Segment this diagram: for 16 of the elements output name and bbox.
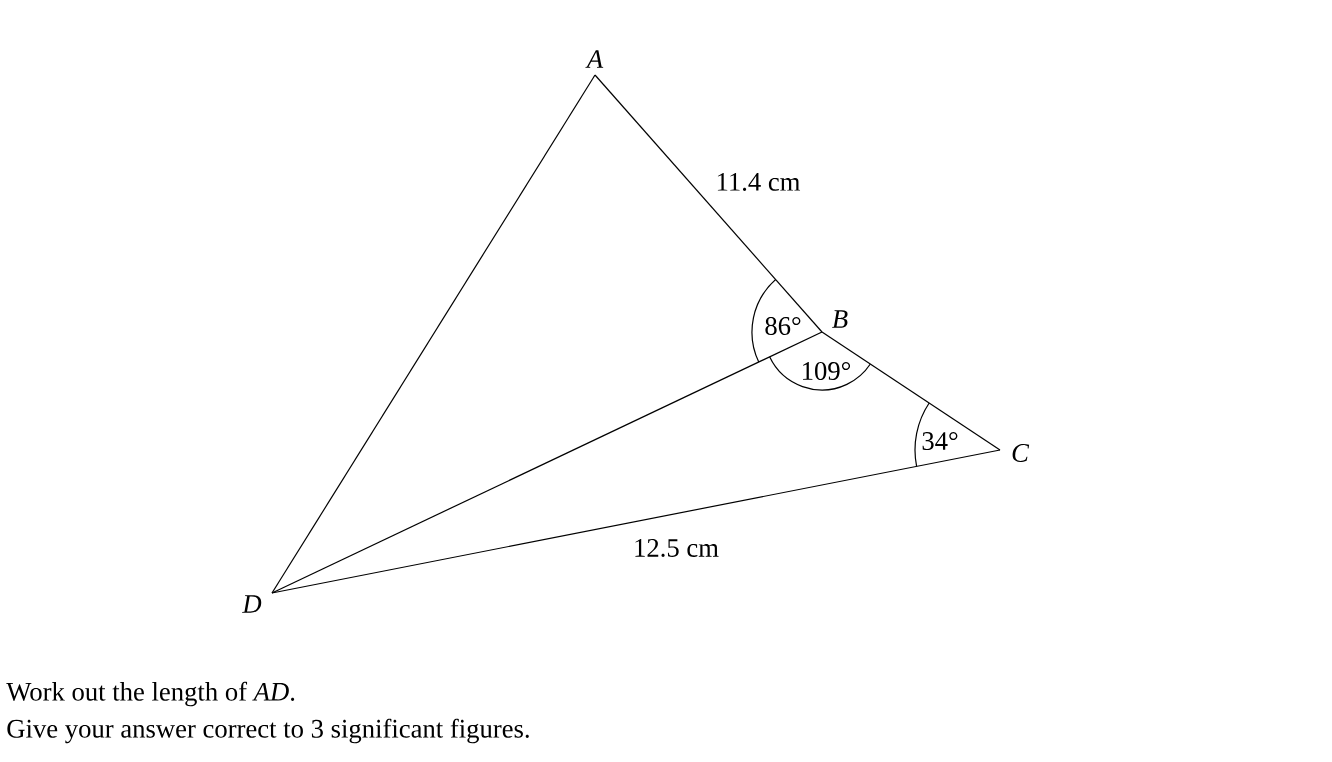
line-segment bbox=[271, 331, 823, 594]
vertex-label: A bbox=[585, 50, 604, 68]
vertex-label: B bbox=[832, 310, 848, 328]
vertex-label: D bbox=[242, 595, 262, 613]
line-segment bbox=[271, 74, 596, 594]
length-label: 11.4 cm bbox=[717, 173, 801, 191]
question-text: Work out the length of AD. bbox=[6, 681, 295, 707]
angle-label: 34° bbox=[922, 432, 958, 450]
length-label: 12.5 cm bbox=[635, 539, 719, 557]
line-segment bbox=[594, 74, 823, 333]
line-segment bbox=[821, 331, 1001, 451]
line-segment bbox=[271, 449, 1001, 594]
angle-label: 109° bbox=[803, 362, 851, 380]
question-text: Give your answer correct to 3 significant figures. bbox=[7, 718, 529, 744]
vertex-label: C bbox=[1012, 444, 1030, 462]
angle-label: 86° bbox=[765, 317, 801, 335]
